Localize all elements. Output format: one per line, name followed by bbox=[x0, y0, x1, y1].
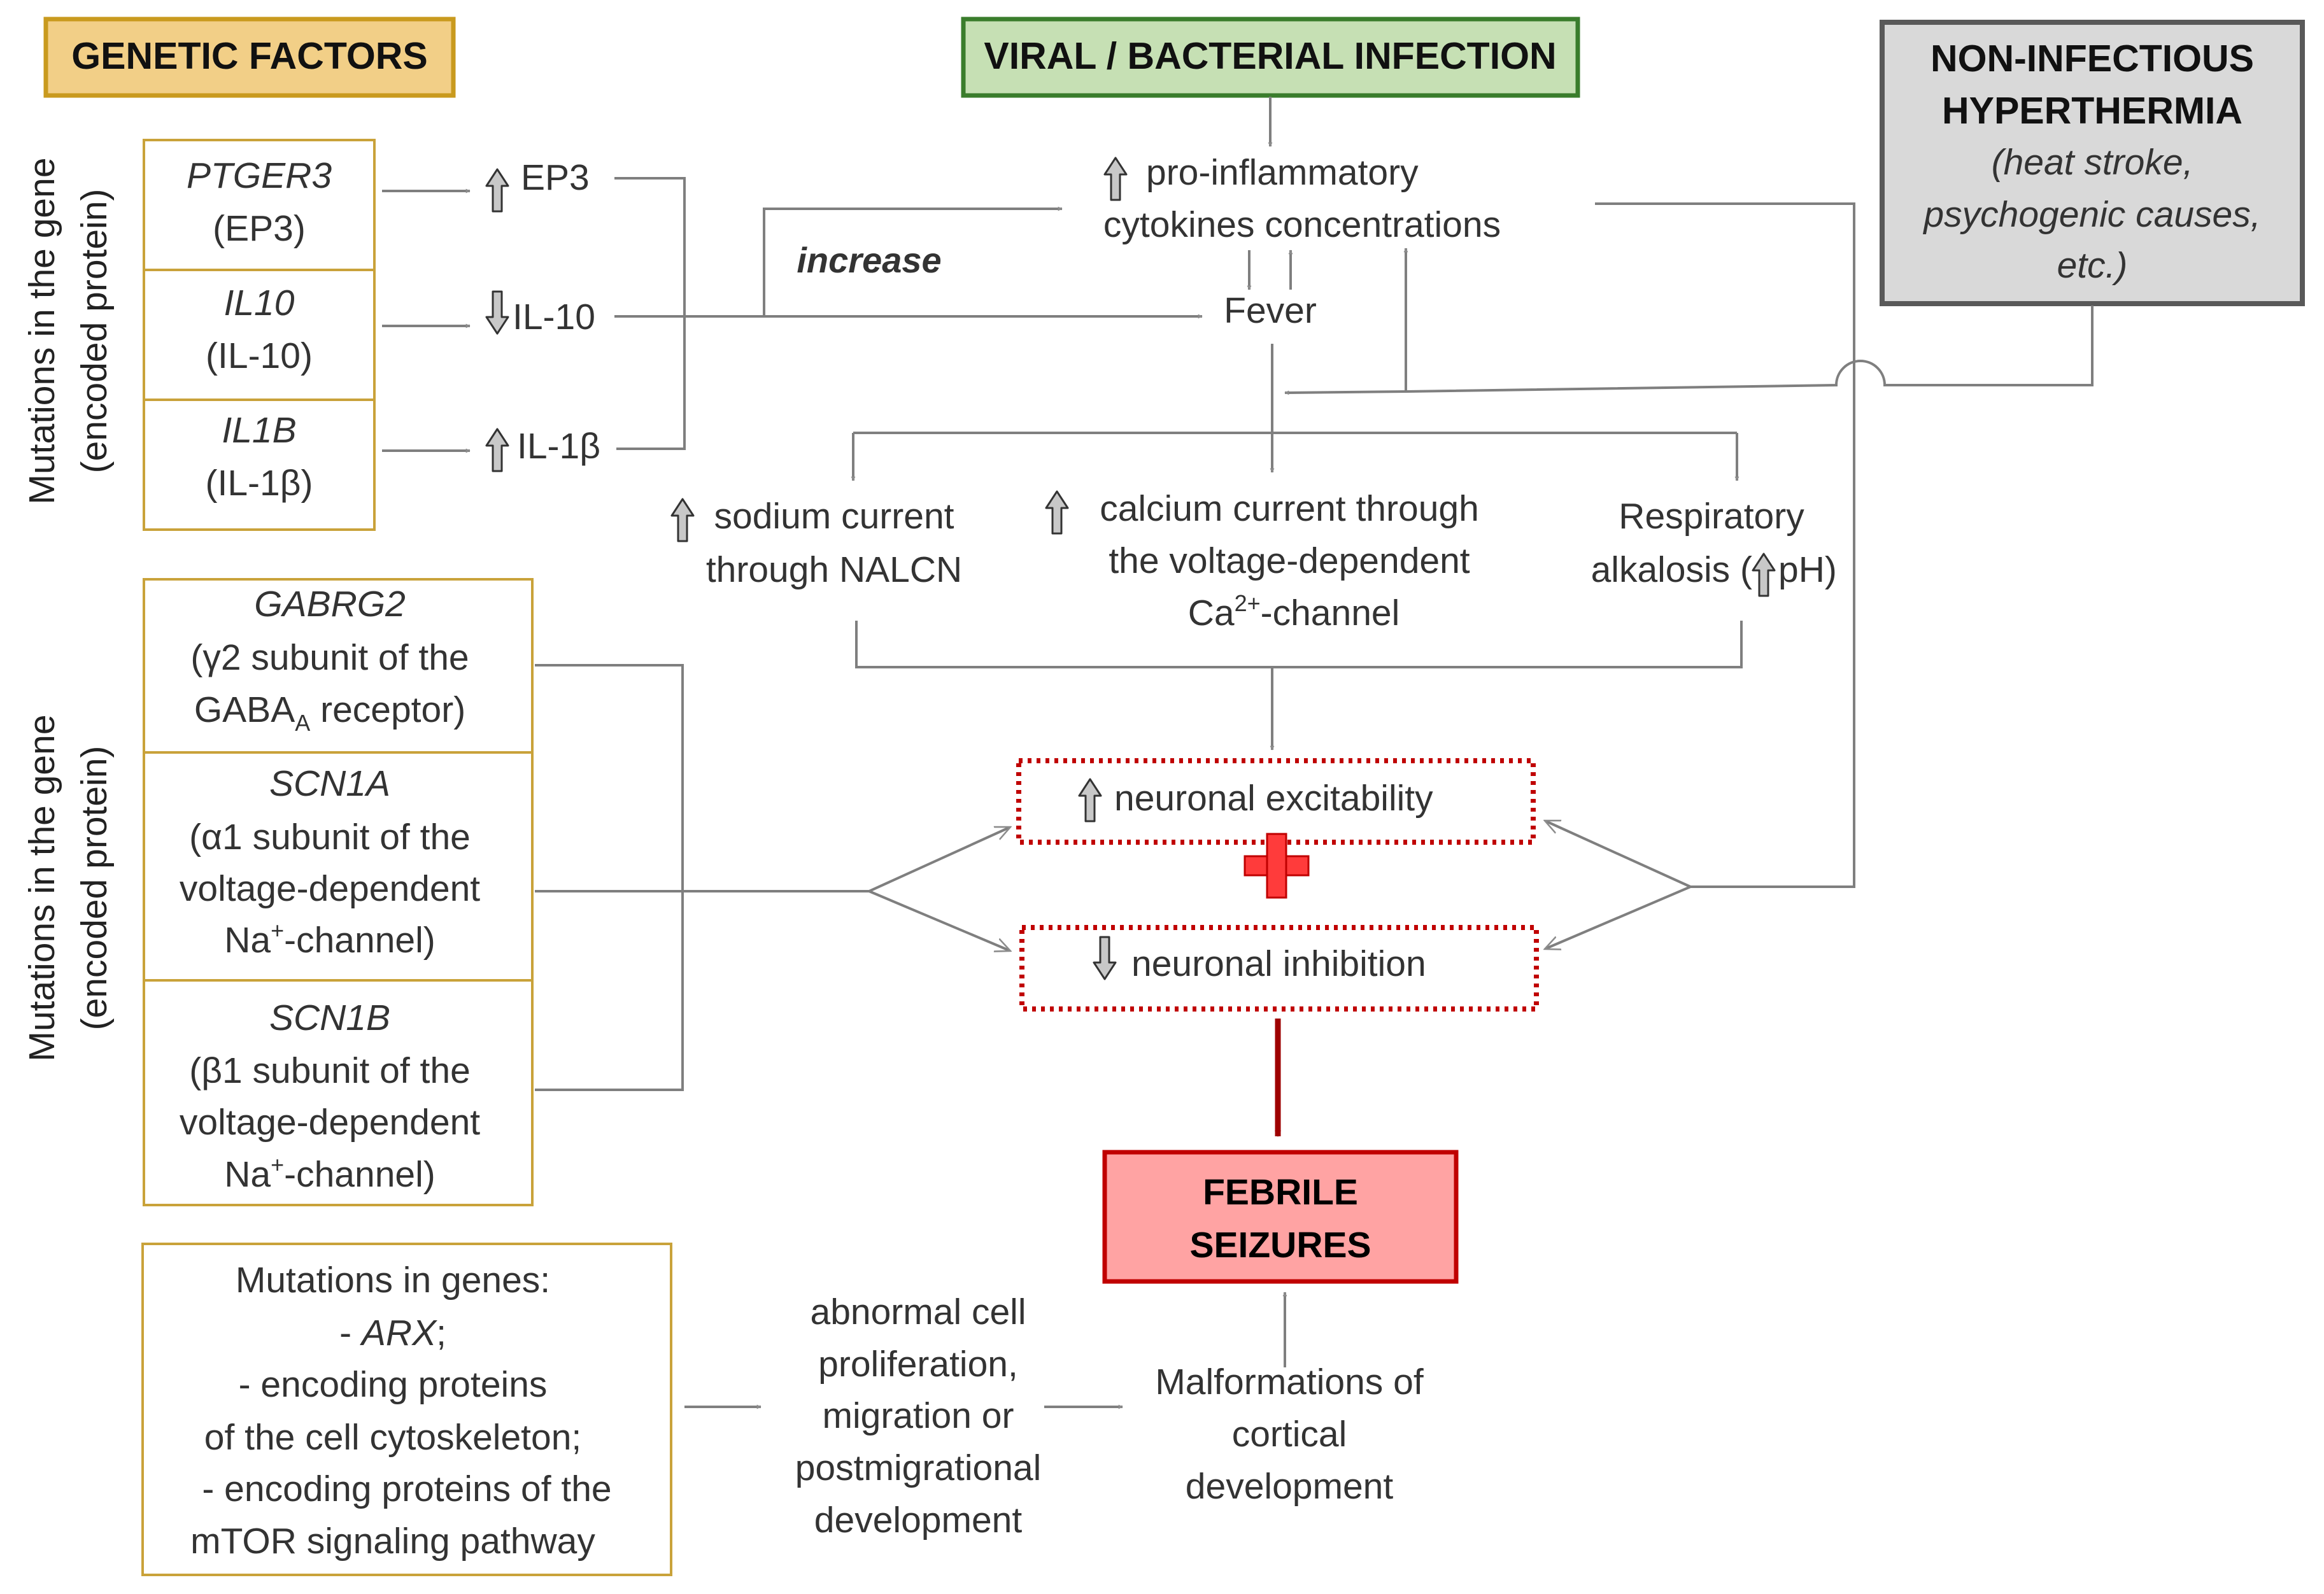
gene-stack-mid: GABRG2 (γ2 subunit of the GABAA receptor… bbox=[143, 578, 534, 1206]
noninf-note-line3: etc.) bbox=[2057, 245, 2128, 286]
down-arrow-icon bbox=[485, 290, 509, 335]
effect-ep3: EP3 bbox=[521, 157, 590, 198]
excitability-label: neuronal excitability bbox=[1114, 778, 1433, 819]
bottom-line5: - encoding proteins of the bbox=[202, 1469, 611, 1509]
abnormal-line5: development bbox=[814, 1500, 1023, 1541]
inhibition-label: neuronal inhibition bbox=[1131, 943, 1426, 984]
line-hyperthermia-fever bbox=[1284, 306, 2094, 395]
calcium-line2: the voltage-dependent bbox=[1109, 540, 1470, 581]
side-label-top-line2: (encoded protein) bbox=[74, 189, 115, 474]
infection-title: VIRAL / BACTERIAL INFECTION bbox=[984, 35, 1556, 77]
increase-label: increase bbox=[797, 240, 941, 280]
protein-ep3: (EP3) bbox=[213, 208, 306, 249]
line-cytokines-right-bracket bbox=[1595, 202, 1855, 888]
gene-il10: IL10 bbox=[224, 283, 295, 323]
bottom-line1: Mutations in genes: bbox=[236, 1260, 550, 1301]
side-label-mid-line1: Mutations in the gene bbox=[22, 714, 62, 1061]
bottom-line6: mTOR signaling pathway bbox=[190, 1521, 595, 1562]
respiratory-line1: Respiratory bbox=[1619, 496, 1804, 537]
gene-scn1a: SCN1A bbox=[269, 763, 390, 804]
febrile-seizures-box: FEBRILE SEIZURES bbox=[1102, 1150, 1459, 1284]
abnormal-line1: abnormal cell bbox=[811, 1292, 1026, 1332]
scn1a-line2: voltage-dependent bbox=[180, 868, 480, 909]
noninf-title-line1: NON-INFECTIOUS bbox=[1931, 38, 2254, 80]
side-label-mid-line2: (encoded protein) bbox=[74, 746, 115, 1031]
arrow-genes-excitability bbox=[868, 828, 1009, 892]
scn1b-line3: Na+-channel) bbox=[224, 1152, 436, 1195]
side-label-top-line1: Mutations in the gene bbox=[22, 157, 62, 504]
excitability-box: neuronal excitability bbox=[1016, 758, 1536, 845]
arrow-genes-inhibition bbox=[868, 890, 1009, 950]
noninf-note-line2: psychogenic causes, bbox=[1922, 194, 2260, 235]
side-label-top: Mutations in the gene (encoded protein) bbox=[22, 157, 115, 504]
scn1a-line3: Na+-channel) bbox=[224, 917, 436, 961]
bottom-line3: - encoding proteins bbox=[239, 1364, 548, 1405]
malformations-line2: cortical bbox=[1232, 1414, 1347, 1455]
merge-bracket bbox=[855, 621, 1743, 668]
bottom-line4: of the cell cytoskeleton; bbox=[204, 1417, 582, 1458]
abnormal-line2: proliferation, bbox=[818, 1344, 1018, 1385]
protein-il10: (IL-10) bbox=[206, 335, 313, 376]
respiratory-line2-suffix: pH) bbox=[1778, 549, 1837, 590]
up-arrow-icon bbox=[670, 498, 695, 542]
abnormal-line3: migration or bbox=[823, 1395, 1014, 1436]
cytokines-line1: pro-inflammatory bbox=[1146, 152, 1419, 193]
inhibition-box: neuronal inhibition bbox=[1019, 925, 1539, 1012]
gene-il1b: IL1B bbox=[222, 410, 296, 451]
bracket-mid-genes bbox=[535, 664, 684, 1091]
up-arrow-icon bbox=[1103, 157, 1128, 201]
gene-scn1b: SCN1B bbox=[269, 998, 390, 1038]
protein-il1b: (IL-1β) bbox=[206, 463, 313, 504]
bottom-line2: - ARX; bbox=[339, 1313, 446, 1353]
scn1b-line1: (β1 subunit of the bbox=[189, 1050, 471, 1091]
seizures-line2: SEIZURES bbox=[1189, 1225, 1371, 1266]
gabrg2-line2: GABAA receptor) bbox=[194, 689, 465, 736]
arrow-right-excitability bbox=[1546, 821, 1691, 888]
up-arrow-icon bbox=[1752, 553, 1776, 597]
non-infectious-hyperthermia-box: NON-INFECTIOUS HYPERTHERMIA (heat stroke… bbox=[1880, 20, 2305, 306]
gene-stack-top: PTGER3 (EP3) IL10 (IL-10) IL1B (IL-1β) bbox=[143, 139, 376, 531]
sodium-line1: sodium current bbox=[714, 496, 954, 537]
fever-label: Fever bbox=[1224, 290, 1317, 331]
malformations-line1: Malformations of bbox=[1155, 1362, 1423, 1402]
noninf-note-line1: (heat stroke, bbox=[1992, 142, 2193, 183]
noninf-title-line2: HYPERTHERMIA bbox=[1942, 90, 2243, 132]
scn1b-line2: voltage-dependent bbox=[180, 1102, 480, 1143]
calcium-line3: Ca2+-channel bbox=[1188, 590, 1400, 633]
effect-il10: IL-10 bbox=[513, 297, 595, 337]
abnormal-line4: postmigrational bbox=[795, 1448, 1042, 1488]
calcium-line1: calcium current through bbox=[1100, 488, 1479, 529]
plus-sign bbox=[1243, 833, 1310, 899]
gene-ptger3: PTGER3 bbox=[187, 155, 332, 196]
up-arrow-icon bbox=[485, 428, 509, 472]
arrow-right-inhibition bbox=[1546, 885, 1691, 949]
gene-gabrg2: GABRG2 bbox=[254, 584, 406, 624]
genetic-factors-title: GENETIC FACTORS bbox=[71, 35, 427, 77]
seizures-line1: FEBRILE bbox=[1203, 1172, 1358, 1213]
scn1a-line1: (α1 subunit of the bbox=[189, 817, 471, 857]
genetic-factors-header: GENETIC FACTORS bbox=[43, 17, 456, 98]
cytokines-line2: cytokines concentrations bbox=[1103, 204, 1501, 245]
bracket-ep3-il1b bbox=[614, 177, 686, 450]
side-label-mid: Mutations in the gene (encoded protein) bbox=[22, 714, 115, 1061]
up-arrow-icon bbox=[485, 168, 509, 213]
respiratory-line2-prefix: alkalosis ( bbox=[1591, 549, 1752, 590]
arrow-increase-cytokines bbox=[763, 206, 1063, 316]
bottom-mutations-box: Mutations in genes: - ARX; - encoding pr… bbox=[141, 1243, 672, 1576]
effect-il1b: IL-1β bbox=[517, 426, 600, 467]
gabrg2-line1: (γ2 subunit of the bbox=[190, 637, 469, 678]
infection-header: VIRAL / BACTERIAL INFECTION bbox=[961, 17, 1580, 98]
up-arrow-icon bbox=[1045, 490, 1069, 535]
malformations-line3: development bbox=[1186, 1466, 1394, 1507]
sodium-line2: through NALCN bbox=[706, 549, 962, 590]
